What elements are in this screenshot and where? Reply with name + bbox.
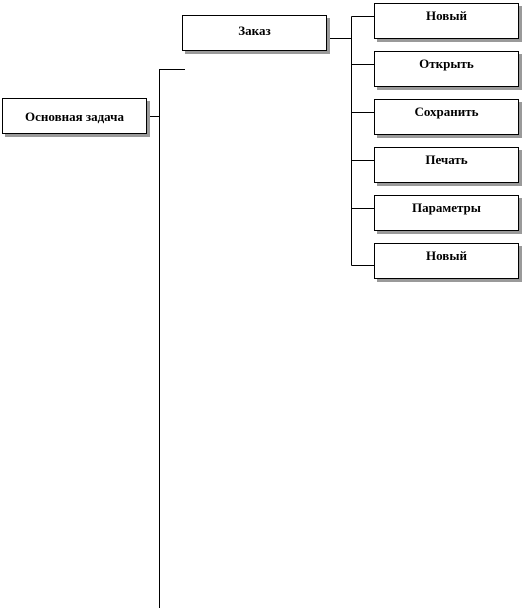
leaf-node-label: Открыть [419,55,474,71]
leaf-node-print: Печать [374,147,519,183]
leaf-node-label: Новый [426,7,467,23]
branch-node-label: Заказ [238,22,271,38]
leaf-node-label: Параметры [412,199,481,215]
leaf-node-save: Сохранить [374,99,519,135]
root-node-label: Основная задача [25,108,124,124]
branch-node-zakaz: Заказ [182,15,327,51]
leaf-node-label: Сохранить [414,103,479,119]
leaf-node-parameters: Параметры [374,195,519,231]
leaf-node-new-2: Новый [374,243,519,279]
leaf-node-open: Открыть [374,51,519,87]
leaf-node-label: Печать [425,151,468,167]
root-node: Основная задача [2,98,147,134]
leaf-node-new: Новый [374,3,519,39]
leaf-node-label: Новый [426,247,467,263]
